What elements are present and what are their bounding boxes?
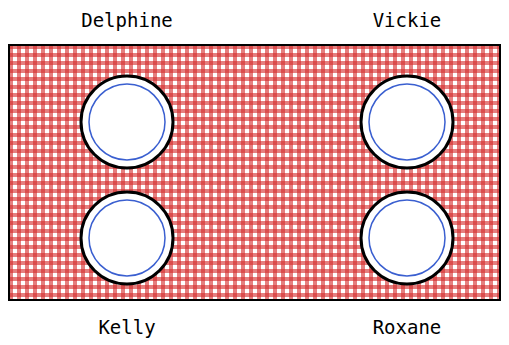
guest-name: Delphine xyxy=(81,11,173,30)
guest-name: Vickie xyxy=(373,11,442,30)
plate xyxy=(361,192,453,284)
plate xyxy=(81,76,173,168)
plate xyxy=(81,192,173,284)
guest-name: Roxane xyxy=(373,318,442,337)
plate xyxy=(361,76,453,168)
guest-name: Kelly xyxy=(98,318,155,337)
tablecloth xyxy=(9,45,500,300)
